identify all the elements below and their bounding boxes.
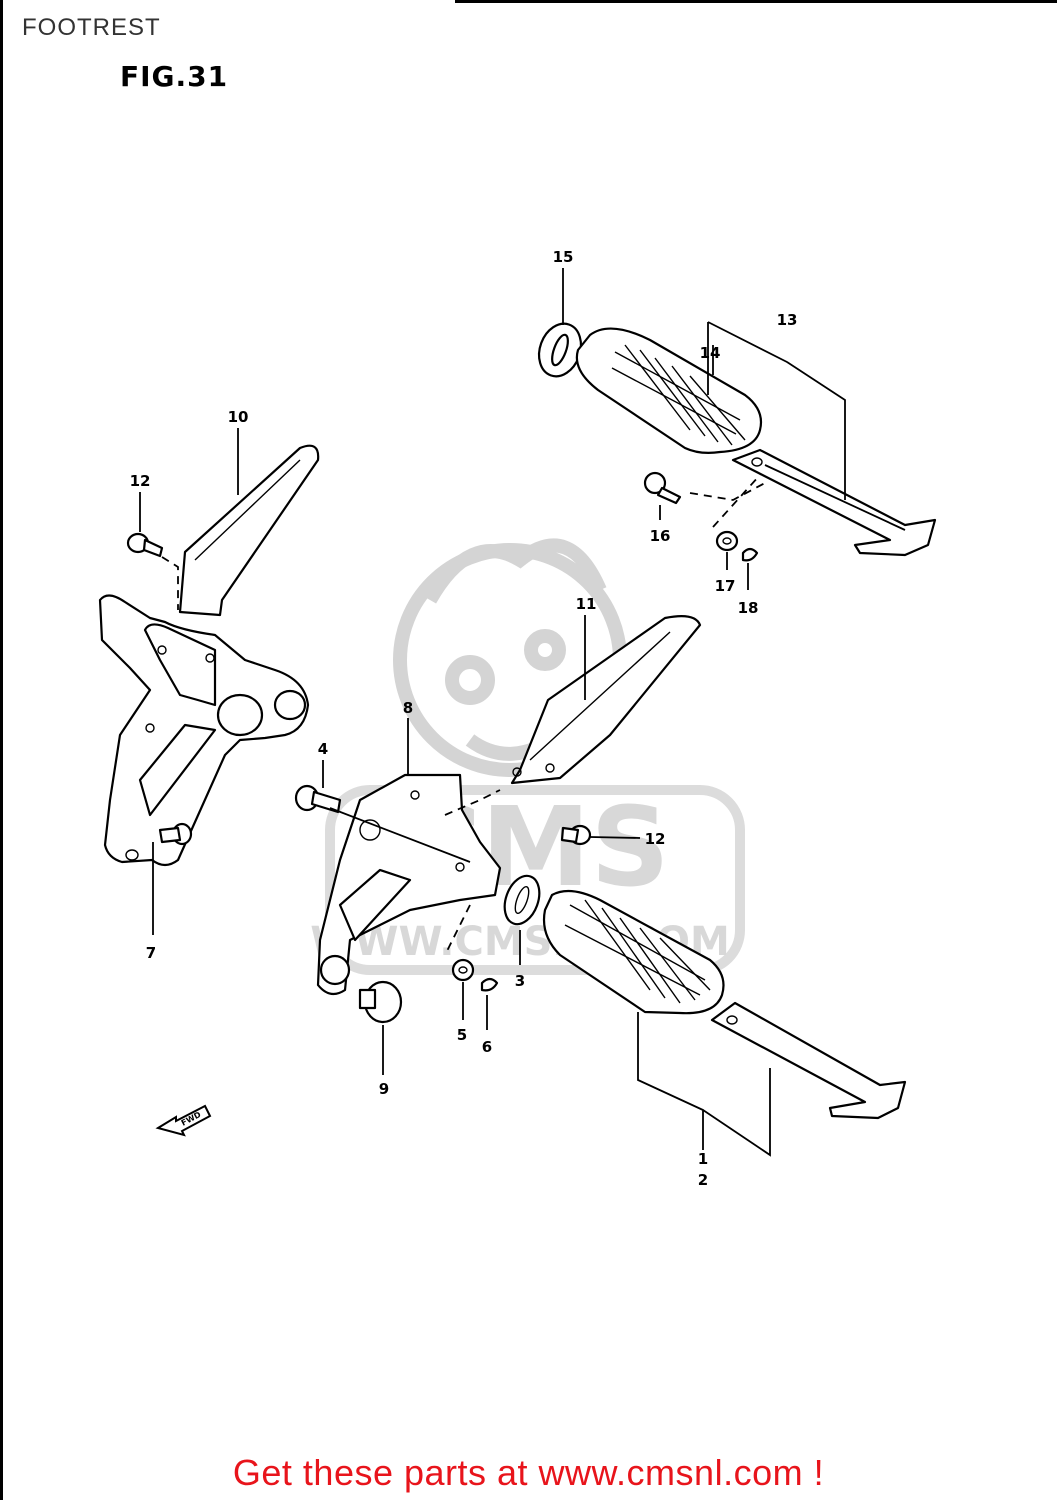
- part-14-footrest-rubber: [575, 327, 763, 454]
- assembly-line: [444, 904, 471, 956]
- part-16-pin: [643, 471, 682, 505]
- part-8-bracket: [316, 773, 502, 996]
- part-1-footrest-bar: [710, 1001, 907, 1120]
- part-18-clip: [741, 547, 759, 562]
- callout-number: 3: [515, 972, 525, 990]
- callout-number: 10: [228, 408, 249, 426]
- callout-line-12b: [589, 836, 641, 839]
- part-3-washer: [503, 874, 541, 926]
- exploded-parts-diagram: CMS WWW.CMSNL.COM: [98, 248, 937, 1189]
- callout-number: 16: [650, 527, 671, 545]
- callout-number: 8: [403, 699, 413, 717]
- part-10-heel-plate: [178, 444, 320, 617]
- callout-number: 9: [379, 1080, 389, 1098]
- part-9-bolt: [358, 980, 403, 1024]
- callout-number: 6: [482, 1038, 492, 1056]
- callout-number: 2: [698, 1171, 708, 1189]
- figure-label: FIG.31: [120, 60, 229, 93]
- assembly-line: [161, 556, 179, 610]
- callout-number: 7: [146, 944, 156, 962]
- page-title: FOOTREST: [22, 14, 161, 41]
- part-12-bolt-lower: [560, 824, 592, 846]
- page-border-top: [455, 0, 1057, 3]
- part-2-footrest-rubber: [542, 889, 725, 1015]
- callout-number: 18: [738, 599, 759, 617]
- callout-number: 15: [553, 248, 574, 266]
- callout-number: 17: [715, 577, 736, 595]
- fwd-arrow-icon: FWD: [155, 1104, 212, 1137]
- part-17-washer: [715, 530, 739, 552]
- callout-number: 14: [700, 344, 721, 362]
- part-15-washer: [537, 322, 583, 378]
- part-12-bolt-upper: [126, 532, 164, 558]
- callout-number: 1: [698, 1150, 708, 1168]
- part-13-footrest-bar: [731, 448, 937, 557]
- callout-bracket-13: [707, 321, 846, 500]
- callout-number: 4: [318, 740, 328, 758]
- footer-shop-link[interactable]: Get these parts at www.cmsnl.com !: [232, 1452, 825, 1493]
- assembly-line: [712, 474, 761, 528]
- callout-number: 13: [777, 311, 798, 329]
- page-border-left: [0, 0, 3, 1500]
- part-7-pin: [158, 822, 193, 846]
- part-5-washer: [451, 958, 475, 982]
- part-11-heel-plate: [510, 615, 702, 785]
- callout-number: 11: [576, 595, 597, 613]
- part-6-clip: [480, 977, 499, 992]
- callout-bracket-1-2: [637, 1012, 771, 1157]
- part-7-bracket: [98, 594, 310, 867]
- assembly-line: [329, 807, 471, 863]
- part-4-pin: [294, 784, 342, 814]
- assembly-line: [689, 482, 766, 501]
- callout-number: 12: [130, 472, 151, 490]
- callout-number: 5: [457, 1026, 467, 1044]
- callout-number: 12: [645, 830, 666, 848]
